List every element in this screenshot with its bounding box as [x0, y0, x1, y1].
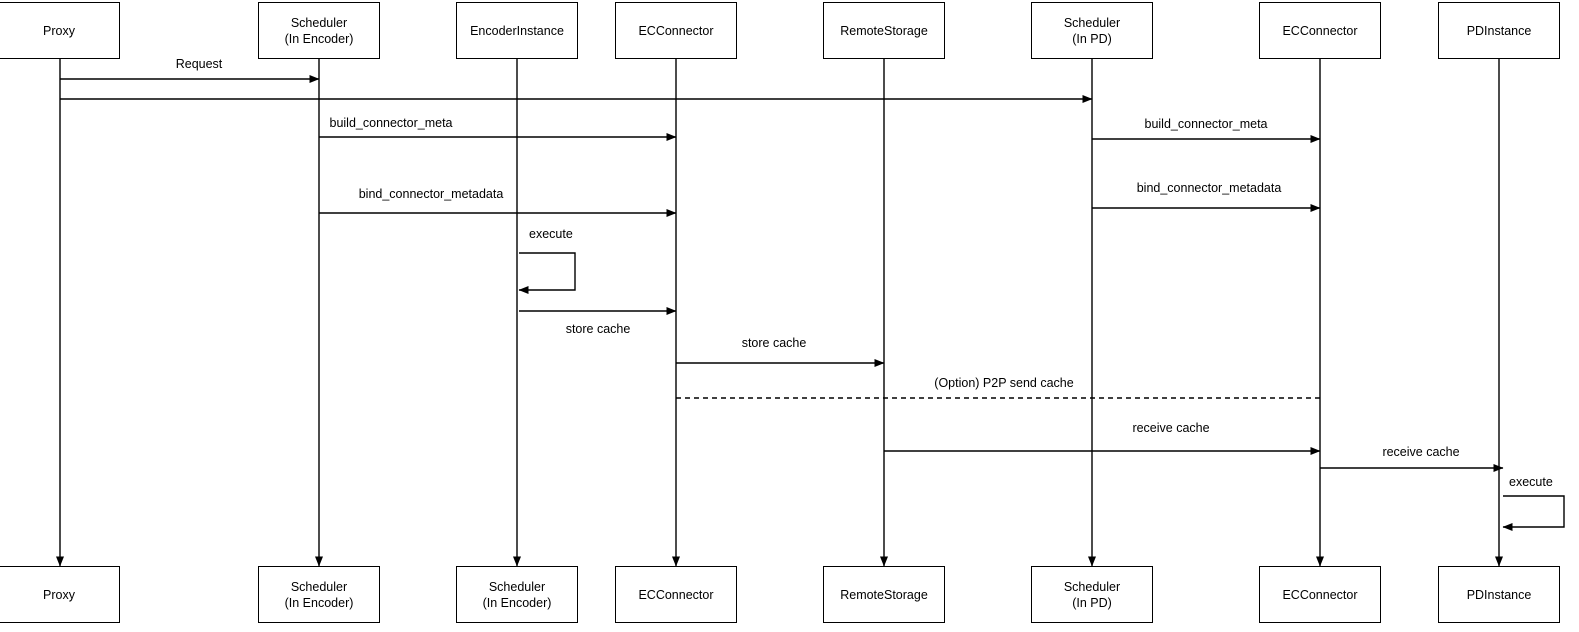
participant-box-top-label-ec_conn_right: ECConnector — [1282, 23, 1358, 38]
participant-box-top-label-sched_pd: Scheduler (In PD) — [1063, 15, 1121, 46]
participant-box-bottom-pd_instance: PDInstance — [1438, 566, 1560, 623]
participant-box-bottom-label-sched_enc: Scheduler (In Encoder) — [284, 579, 354, 610]
participant-box-top-encoder_inst: EncoderInstance — [456, 2, 578, 59]
message-label-receive-cache-pd: receive cache — [1382, 445, 1460, 459]
message-label-bind-connector-metadata-left: bind_connector_metadata — [358, 187, 504, 201]
participant-box-top-ec_conn_right: ECConnector — [1259, 2, 1381, 59]
participant-box-top-label-encoder_inst: EncoderInstance — [470, 23, 564, 38]
message-label-p2p-send-cache: (Option) P2P send cache — [934, 376, 1074, 390]
participant-box-bottom-proxy: Proxy — [0, 566, 120, 623]
message-label-receive-cache-storage: receive cache — [1132, 421, 1210, 435]
participant-box-bottom-remote_storage: RemoteStorage — [823, 566, 945, 623]
self-message-path-execute-encoder — [518, 252, 576, 294]
participant-box-bottom-label-remote_storage: RemoteStorage — [840, 587, 928, 602]
message-label-build-connector-meta-right: build_connector_meta — [1144, 117, 1268, 131]
participant-box-bottom-label-ec_conn_left: ECConnector — [638, 587, 714, 602]
self-message-label-execute-encoder: execute — [529, 227, 573, 241]
message-label-store-cache-remote: store cache — [741, 336, 807, 350]
participant-box-top-proxy: Proxy — [0, 2, 120, 59]
participant-box-top-label-ec_conn_left: ECConnector — [638, 23, 714, 38]
participant-box-bottom-label-pd_instance: PDInstance — [1466, 587, 1532, 602]
participant-box-top-sched_pd: Scheduler (In PD) — [1031, 2, 1153, 59]
message-label-request: Request — [175, 57, 223, 71]
participant-box-top-pd_instance: PDInstance — [1438, 2, 1560, 59]
participant-box-top-label-sched_enc: Scheduler (In Encoder) — [284, 15, 354, 46]
participant-box-bottom-sched_enc: Scheduler (In Encoder) — [258, 566, 380, 623]
participant-box-top-label-remote_storage: RemoteStorage — [840, 23, 928, 38]
participant-box-bottom-label-encoder_inst: Scheduler (In Encoder) — [482, 579, 552, 610]
participant-box-bottom-encoder_inst: Scheduler (In Encoder) — [456, 566, 578, 623]
participant-box-top-label-pd_instance: PDInstance — [1466, 23, 1532, 38]
participant-box-bottom-ec_conn_left: ECConnector — [615, 566, 737, 623]
messages-group — [60, 75, 1504, 472]
participant-box-top-label-proxy: Proxy — [43, 23, 75, 38]
participant-box-bottom-ec_conn_right: ECConnector — [1259, 566, 1381, 623]
participant-box-top-remote_storage: RemoteStorage — [823, 2, 945, 59]
self-message-label-execute-pd: execute — [1509, 475, 1553, 489]
self-message-path-execute-pd — [1502, 495, 1565, 531]
lifelines-group — [56, 59, 1503, 567]
message-label-store-cache-encoder: store cache — [565, 322, 631, 336]
message-label-build-connector-meta-left: build_connector_meta — [329, 116, 453, 130]
participant-box-bottom-label-ec_conn_right: ECConnector — [1282, 587, 1358, 602]
participant-box-top-ec_conn_left: ECConnector — [615, 2, 737, 59]
message-label-bind-connector-metadata-right: bind_connector_metadata — [1136, 181, 1282, 195]
participant-box-bottom-label-sched_pd: Scheduler (In PD) — [1063, 579, 1121, 610]
participant-box-top-sched_enc: Scheduler (In Encoder) — [258, 2, 380, 59]
participant-box-bottom-sched_pd: Scheduler (In PD) — [1031, 566, 1153, 623]
participant-box-bottom-label-proxy: Proxy — [43, 587, 75, 602]
self-messages-group — [518, 252, 1565, 531]
